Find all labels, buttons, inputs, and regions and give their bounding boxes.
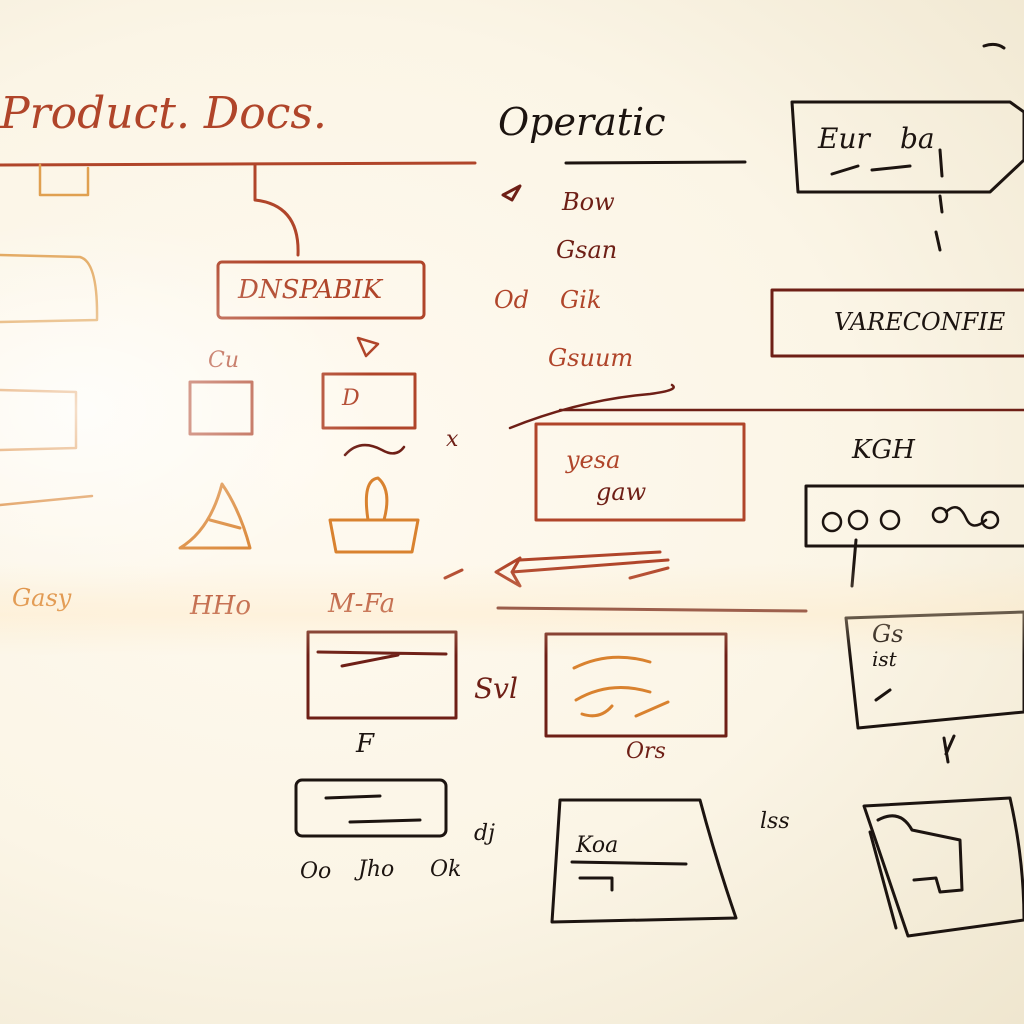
middle-box-line-2: gaw [596,478,647,506]
arrow-list-top [501,184,522,202]
right-banner-label: VARECONFIE [834,308,1006,336]
toolbar-icon-4 [931,506,949,524]
middle-box-line-1: yesa [565,446,620,474]
right-mark: lss [760,809,790,834]
middle-divider [496,606,808,613]
lower-box-left-scribble [316,650,448,668]
lower-box-caption: Ors [626,739,666,764]
list-item-2: Gsan [556,236,617,264]
flag-mark [356,336,380,358]
main-box-label: DNSPABIK [237,275,384,305]
toolbar-icon-1 [821,511,843,533]
small-box-a [188,380,254,436]
f-mark: F [355,729,375,759]
bottom-box-mid-scribble [570,860,688,892]
top-right-tick [982,42,1006,50]
tree-connector-main [253,163,300,257]
lower-box-left [306,630,458,720]
bottom-box-left-scribble [324,794,422,824]
right-small-box-sub: ist [872,647,898,671]
heading-left: Product. Docs. [0,88,327,139]
heading-right: Operatic [498,100,666,144]
long-connector [508,383,1024,430]
bottom-caption-2: Jho [354,857,394,882]
small-box-b [321,372,417,430]
list-item-3: Gik [560,286,601,314]
item1-caption: HHo [189,591,251,621]
right-label: KGH [851,435,916,465]
toolbar-icons [821,505,1000,533]
bottom-caption-1: Oo [300,859,331,884]
lower-box-right [544,632,728,738]
tilde-mark: Svl [474,672,518,705]
star-mark: x [446,427,459,452]
pyramid-sketch [178,482,252,550]
bottom-mark: dj [474,821,495,846]
toolbar-wave [944,505,988,527]
list-item-4: Gsuum [548,344,633,372]
list-mark: Od [494,286,529,314]
item2-caption: M-Fa [327,589,395,619]
right-bottom-box [862,796,1024,938]
bottom-box-title: Koa [575,833,618,858]
header-rule-left [0,161,477,167]
bottom-box-left [294,778,448,838]
toolbar-icon-3 [879,509,901,531]
tree-connector-left [38,163,90,197]
tray-sketch [328,476,420,554]
list-item-1: Bow [561,188,615,216]
right-small-box-arrow [942,734,956,764]
lower-box-right-scribble [572,655,670,718]
right-small-box-mark: Gs [872,620,904,648]
side-caption: Gasy [12,584,72,612]
faded-box-top [0,253,99,324]
right-top-box-small: ba [900,122,935,155]
right-top-box-scribble [830,148,944,252]
double-arrow [494,550,670,588]
right-small-box-tick [874,688,892,702]
toolbar-icon-2 [847,509,869,531]
small-box-b-label: D [341,386,360,411]
right-bottom-inner [868,814,964,930]
arrow-left-mark [443,568,464,580]
scribble-under-box-b [343,443,406,457]
header-rule-right [564,160,747,165]
faded-box-mid [0,388,78,452]
right-top-box-label: Eur [817,122,871,155]
small-box-label: Cu [208,348,239,373]
bottom-caption-3: Ok [430,857,461,882]
faded-arrow-left [0,494,94,507]
